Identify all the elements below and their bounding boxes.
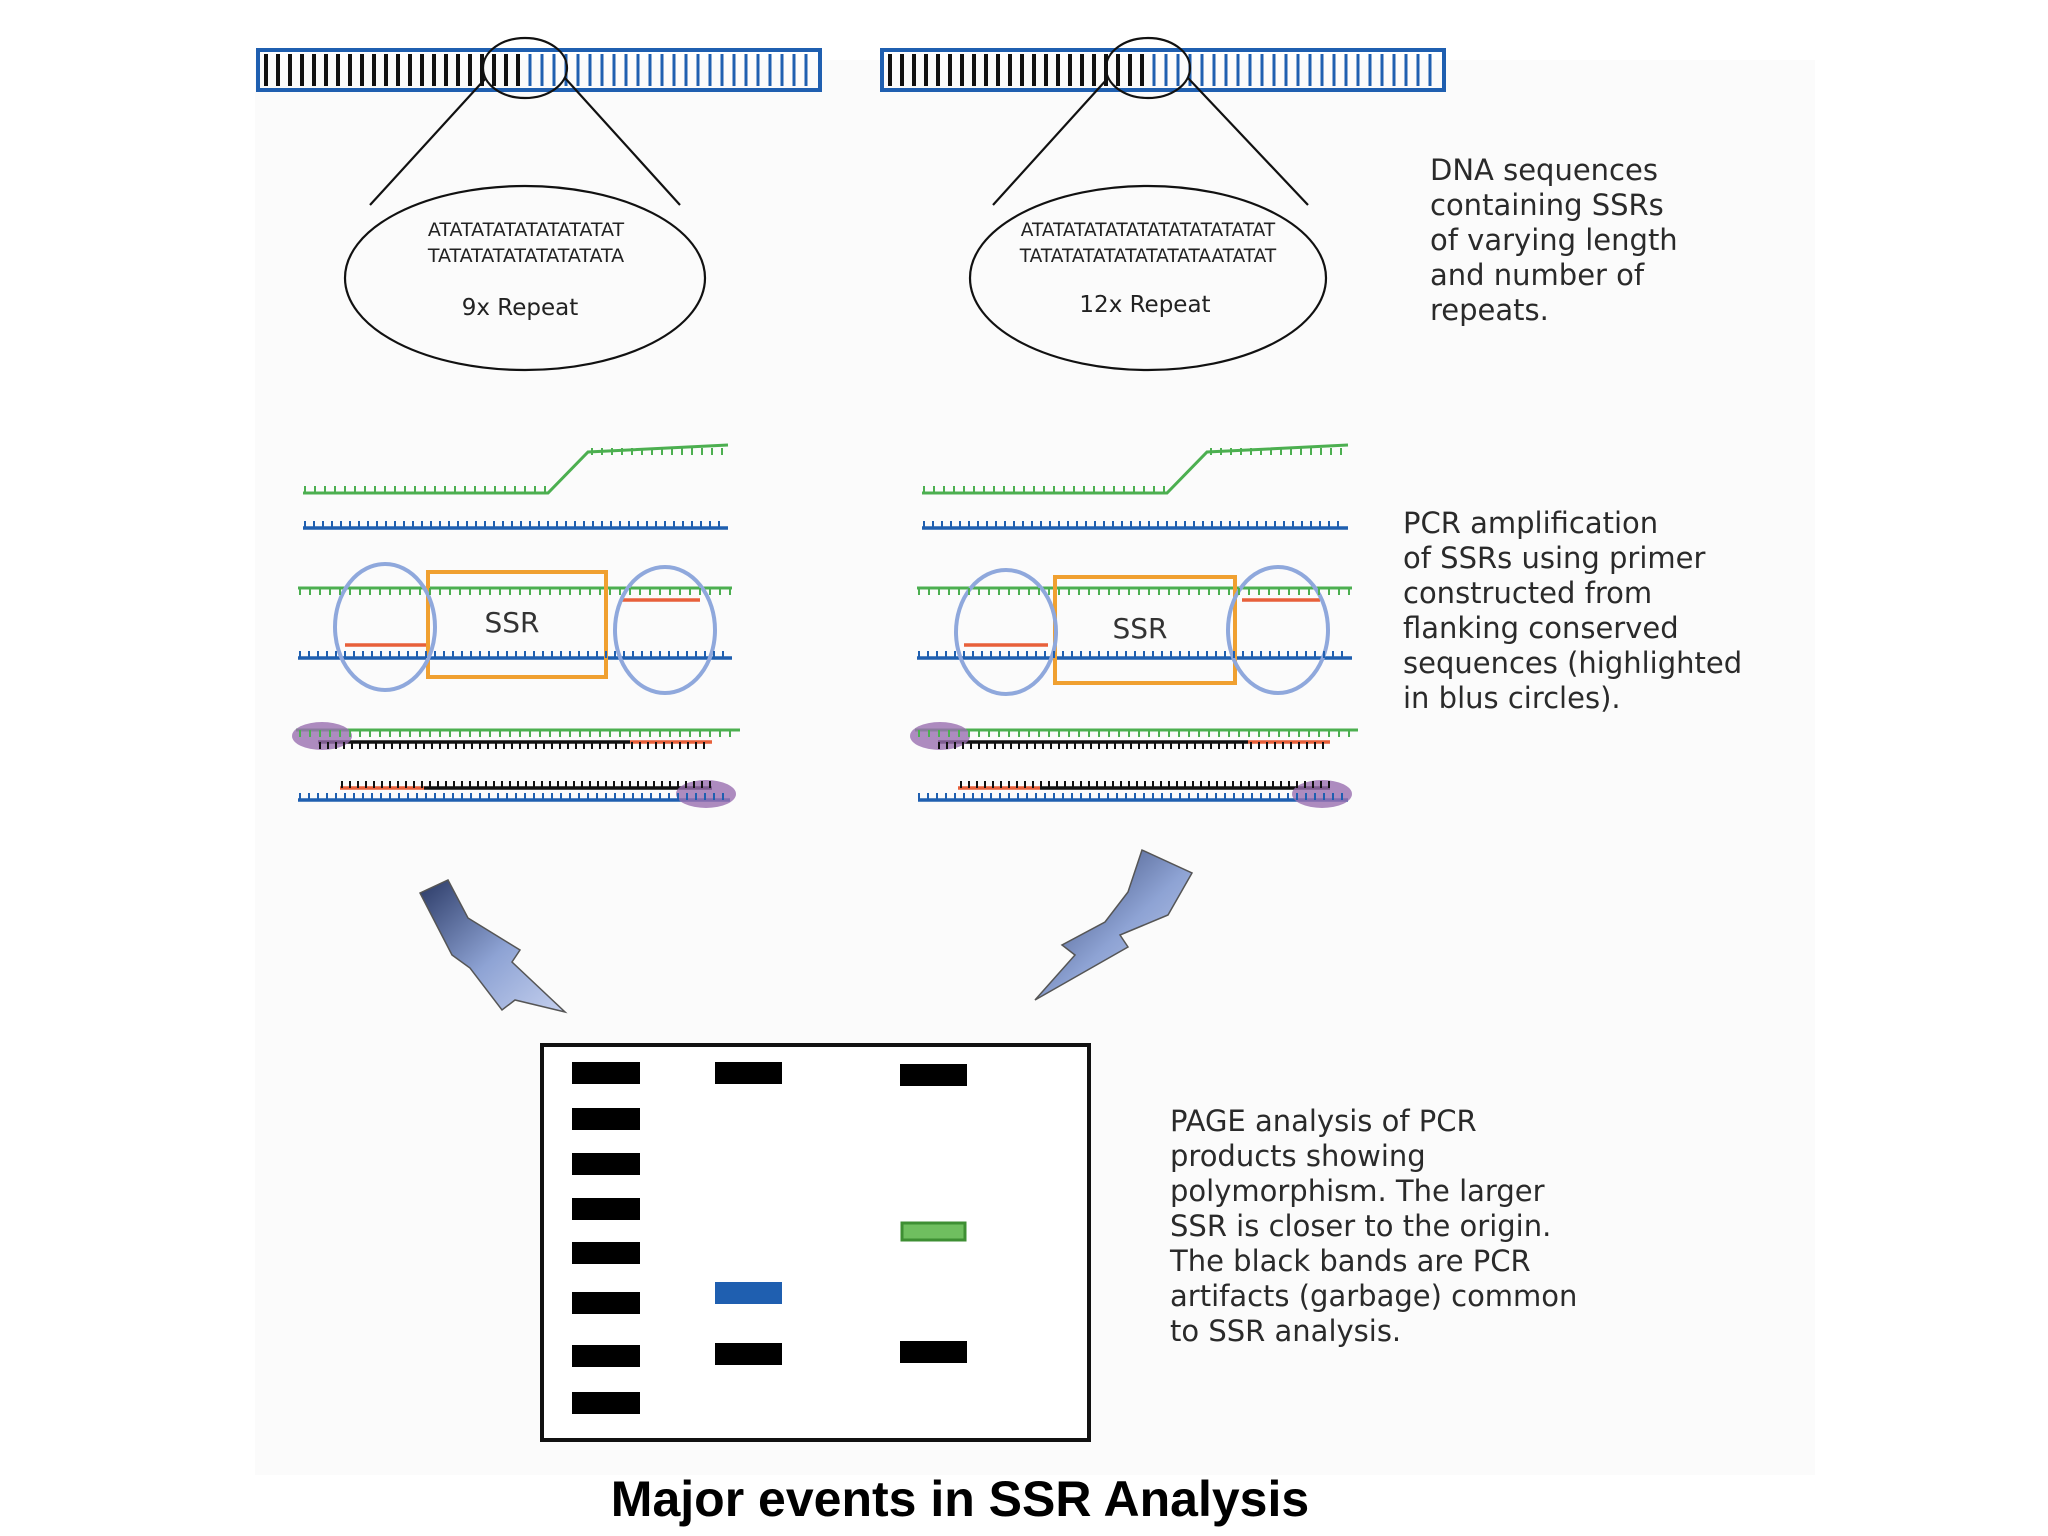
flank-circle-left-1 bbox=[333, 562, 437, 692]
pcr-left bbox=[292, 443, 740, 808]
gel-ladder-band bbox=[572, 1392, 640, 1414]
arrow-right bbox=[1034, 848, 1194, 1001]
figure-title: Major events in SSR Analysis bbox=[610, 1471, 1310, 1527]
gel-ladder-band bbox=[572, 1062, 640, 1084]
caption-page-analysis: PAGE analysis of PCR products showing po… bbox=[1170, 1104, 1578, 1348]
sequence-bottom-left: TATATATATATATATATA bbox=[427, 245, 624, 267]
flank-circle-left-2 bbox=[613, 565, 717, 695]
zoom-callout-right bbox=[968, 36, 1328, 372]
gel-band-lane1-bottom bbox=[715, 1343, 782, 1365]
sequence-top-left: ATATATATATATATATAT bbox=[428, 219, 625, 241]
gel-ladder bbox=[572, 1062, 640, 1414]
sequence-bottom-right: TATATATATATATATATAATATAT bbox=[1019, 246, 1277, 267]
pcr-right bbox=[910, 443, 1358, 808]
repeat-label-left: 9x Repeat bbox=[462, 295, 579, 321]
flank-circle-right-1 bbox=[954, 568, 1058, 696]
end-marker-right-2 bbox=[1292, 780, 1352, 808]
flank-circle-right-2 bbox=[1226, 565, 1330, 695]
gel-band-lane1-blue bbox=[715, 1282, 782, 1304]
ssr-label-left: SSR bbox=[484, 606, 539, 639]
sequence-top-right: ATATATATATATATATATATATAT bbox=[1021, 220, 1276, 241]
gel-ladder-band bbox=[572, 1108, 640, 1130]
gel-band-lane2-bottom bbox=[900, 1341, 967, 1363]
gel-ladder-band bbox=[572, 1242, 640, 1264]
gel-ladder-band bbox=[572, 1292, 640, 1314]
gel-ladder-band bbox=[572, 1345, 640, 1367]
gel-band-lane2-green bbox=[900, 1221, 967, 1242]
arrow-left bbox=[418, 879, 568, 1014]
gel-band-lane1-top bbox=[715, 1062, 782, 1084]
gel-ladder-band bbox=[572, 1198, 640, 1220]
gel-band-lane2-top bbox=[900, 1064, 967, 1086]
ssr-label-right: SSR bbox=[1112, 612, 1167, 645]
caption-dna-sequences: DNA sequences containing SSRs of varying… bbox=[1430, 153, 1678, 327]
gel-ladder-band bbox=[572, 1153, 640, 1175]
repeat-label-right: 12x Repeat bbox=[1079, 292, 1210, 318]
ssr-box-left bbox=[426, 570, 608, 679]
caption-pcr-amplification: PCR amplification of SSRs using primer c… bbox=[1403, 506, 1743, 715]
zoom-callout-left bbox=[343, 36, 707, 372]
